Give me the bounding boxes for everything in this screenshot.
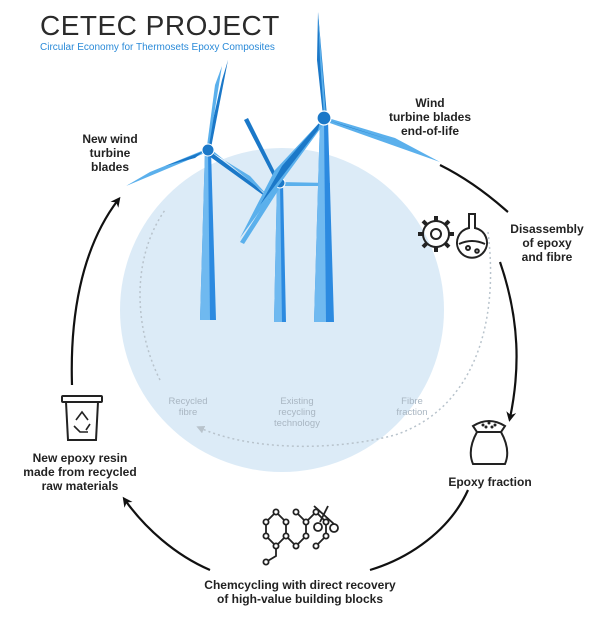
wind-turbine-front: [240, 12, 440, 322]
page-subtitle: Circular Economy for Thermosets Epoxy Co…: [40, 42, 275, 53]
arrow-chemcycling-to-resin: [122, 496, 211, 572]
wind-turbine-left: [126, 60, 270, 320]
arrow-endoflife-to-disassembly: [439, 164, 509, 213]
label-epoxy-fraction: Epoxy fraction: [448, 475, 532, 489]
sack-icon: [469, 420, 509, 465]
page-title: CETEC PROJECT: [40, 10, 280, 41]
existing-loop-arrow-left: [139, 209, 166, 381]
arrow-resin-to-newblades: [70, 196, 121, 386]
arrow-disassembly-to-epoxy: [498, 261, 518, 422]
arrow-epoxy-to-chemcycling: [369, 489, 470, 572]
scissors-icon: [313, 505, 339, 533]
flask-icon: [456, 213, 488, 259]
gear-icon: [418, 216, 454, 252]
existing-loop-arrow: [196, 231, 492, 448]
recycle-bucket-icon: [61, 395, 103, 441]
molecule-chain-icon: [262, 508, 330, 566]
wind-turbine-back: [240, 118, 330, 322]
